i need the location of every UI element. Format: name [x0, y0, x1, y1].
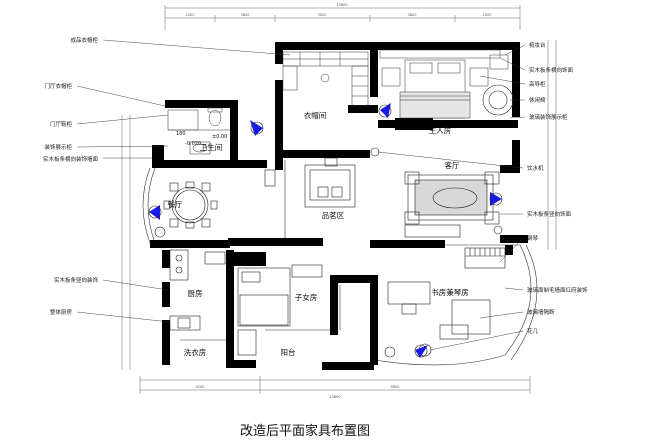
walls [150, 42, 528, 370]
child-bed [237, 264, 323, 356]
room-label-child-room: 子女房 [295, 292, 318, 302]
lounge-chair [482, 84, 514, 116]
note-right-4: 玻璃装饰展示柜 [529, 113, 568, 121]
note-right-7: 钢琴 [527, 234, 539, 242]
room-label-master-bedroom: 主人房 [429, 125, 452, 135]
note-right-8: 玻璃面制毛墙面红府装饰 [527, 286, 588, 294]
dim-top-5: 2000 [483, 13, 492, 17]
room-label-laundry: 洗衣房 [184, 347, 207, 357]
note-right-5: 饮水机 [527, 164, 544, 172]
dim-top-4: 3800 [408, 13, 417, 17]
living-set [404, 171, 503, 238]
note-right-2: 高导柜 [529, 80, 546, 88]
master-bed [379, 49, 509, 119]
dim-top-3: 3000 [318, 13, 327, 17]
bottom-dimension-lines [139, 376, 531, 394]
bath-level-2: -0.020 [185, 141, 201, 147]
dim-top-1: 2000 [186, 13, 195, 17]
plan-title: 改造后平面家具布置图 [240, 423, 370, 439]
note-right-1: 实木板条横向饰面 [529, 66, 574, 74]
room-label-tea-area: 品茗区 [322, 210, 345, 220]
section-markers [149, 103, 502, 358]
dining-set [154, 181, 218, 238]
note-left-3: 装饰展示柜 [44, 143, 72, 151]
side-dimension-lines [121, 40, 557, 370]
piano [464, 247, 506, 269]
note-right-9: 玻璃墙隔断 [527, 308, 555, 316]
room-label-kitchen: 厨房 [188, 288, 203, 298]
room-label-study: 书房兼琴房 [431, 287, 469, 297]
bath-door-width: 180 [176, 131, 186, 137]
leader-lines [76, 39, 526, 351]
dim-top-2: 3800 [241, 13, 250, 17]
room-label-living-room: 客厅 [445, 160, 460, 170]
note-left-0: 成品衣帽柜 [70, 36, 98, 44]
note-right-6: 实木板条竖向饰面 [527, 210, 572, 218]
room-label-dining-room: 餐厅 [168, 200, 183, 209]
room-label-bathroom: 卫生间 [200, 142, 223, 152]
dim-top-total: 13800 [336, 3, 347, 7]
study-furniture [384, 281, 491, 358]
dim-bottom-1: 4200 [196, 385, 205, 389]
section-marker-rings [148, 104, 503, 358]
note-left-2: 门厅鞋柜 [50, 120, 73, 128]
tea-set [264, 147, 380, 208]
note-right-0: 梳妆台 [529, 41, 546, 49]
room-label-cloakroom: 衣帽间 [304, 110, 327, 120]
note-left-4: 实木板条横向装饰墙面 [43, 155, 99, 163]
dim-bottom-2: 9600 [391, 385, 400, 389]
note-right-10: 花几 [527, 327, 539, 335]
cloakroom-cabinets [282, 51, 369, 107]
note-left-6: 整体厨房 [50, 308, 73, 316]
dim-bottom-total: 13800 [329, 395, 340, 399]
bath-level-1: ±0.00 [212, 134, 227, 140]
note-left-1: 门厅衣帽柜 [44, 82, 72, 90]
note-right-3: 休闲椅 [529, 96, 546, 104]
top-dimension-lines [164, 5, 521, 30]
kitchen-counter [169, 249, 226, 331]
note-left-5: 实木板条竖向装饰 [54, 276, 99, 284]
room-label-balcony: 阳台 [281, 347, 296, 357]
bathroom-fixtures [167, 107, 230, 155]
